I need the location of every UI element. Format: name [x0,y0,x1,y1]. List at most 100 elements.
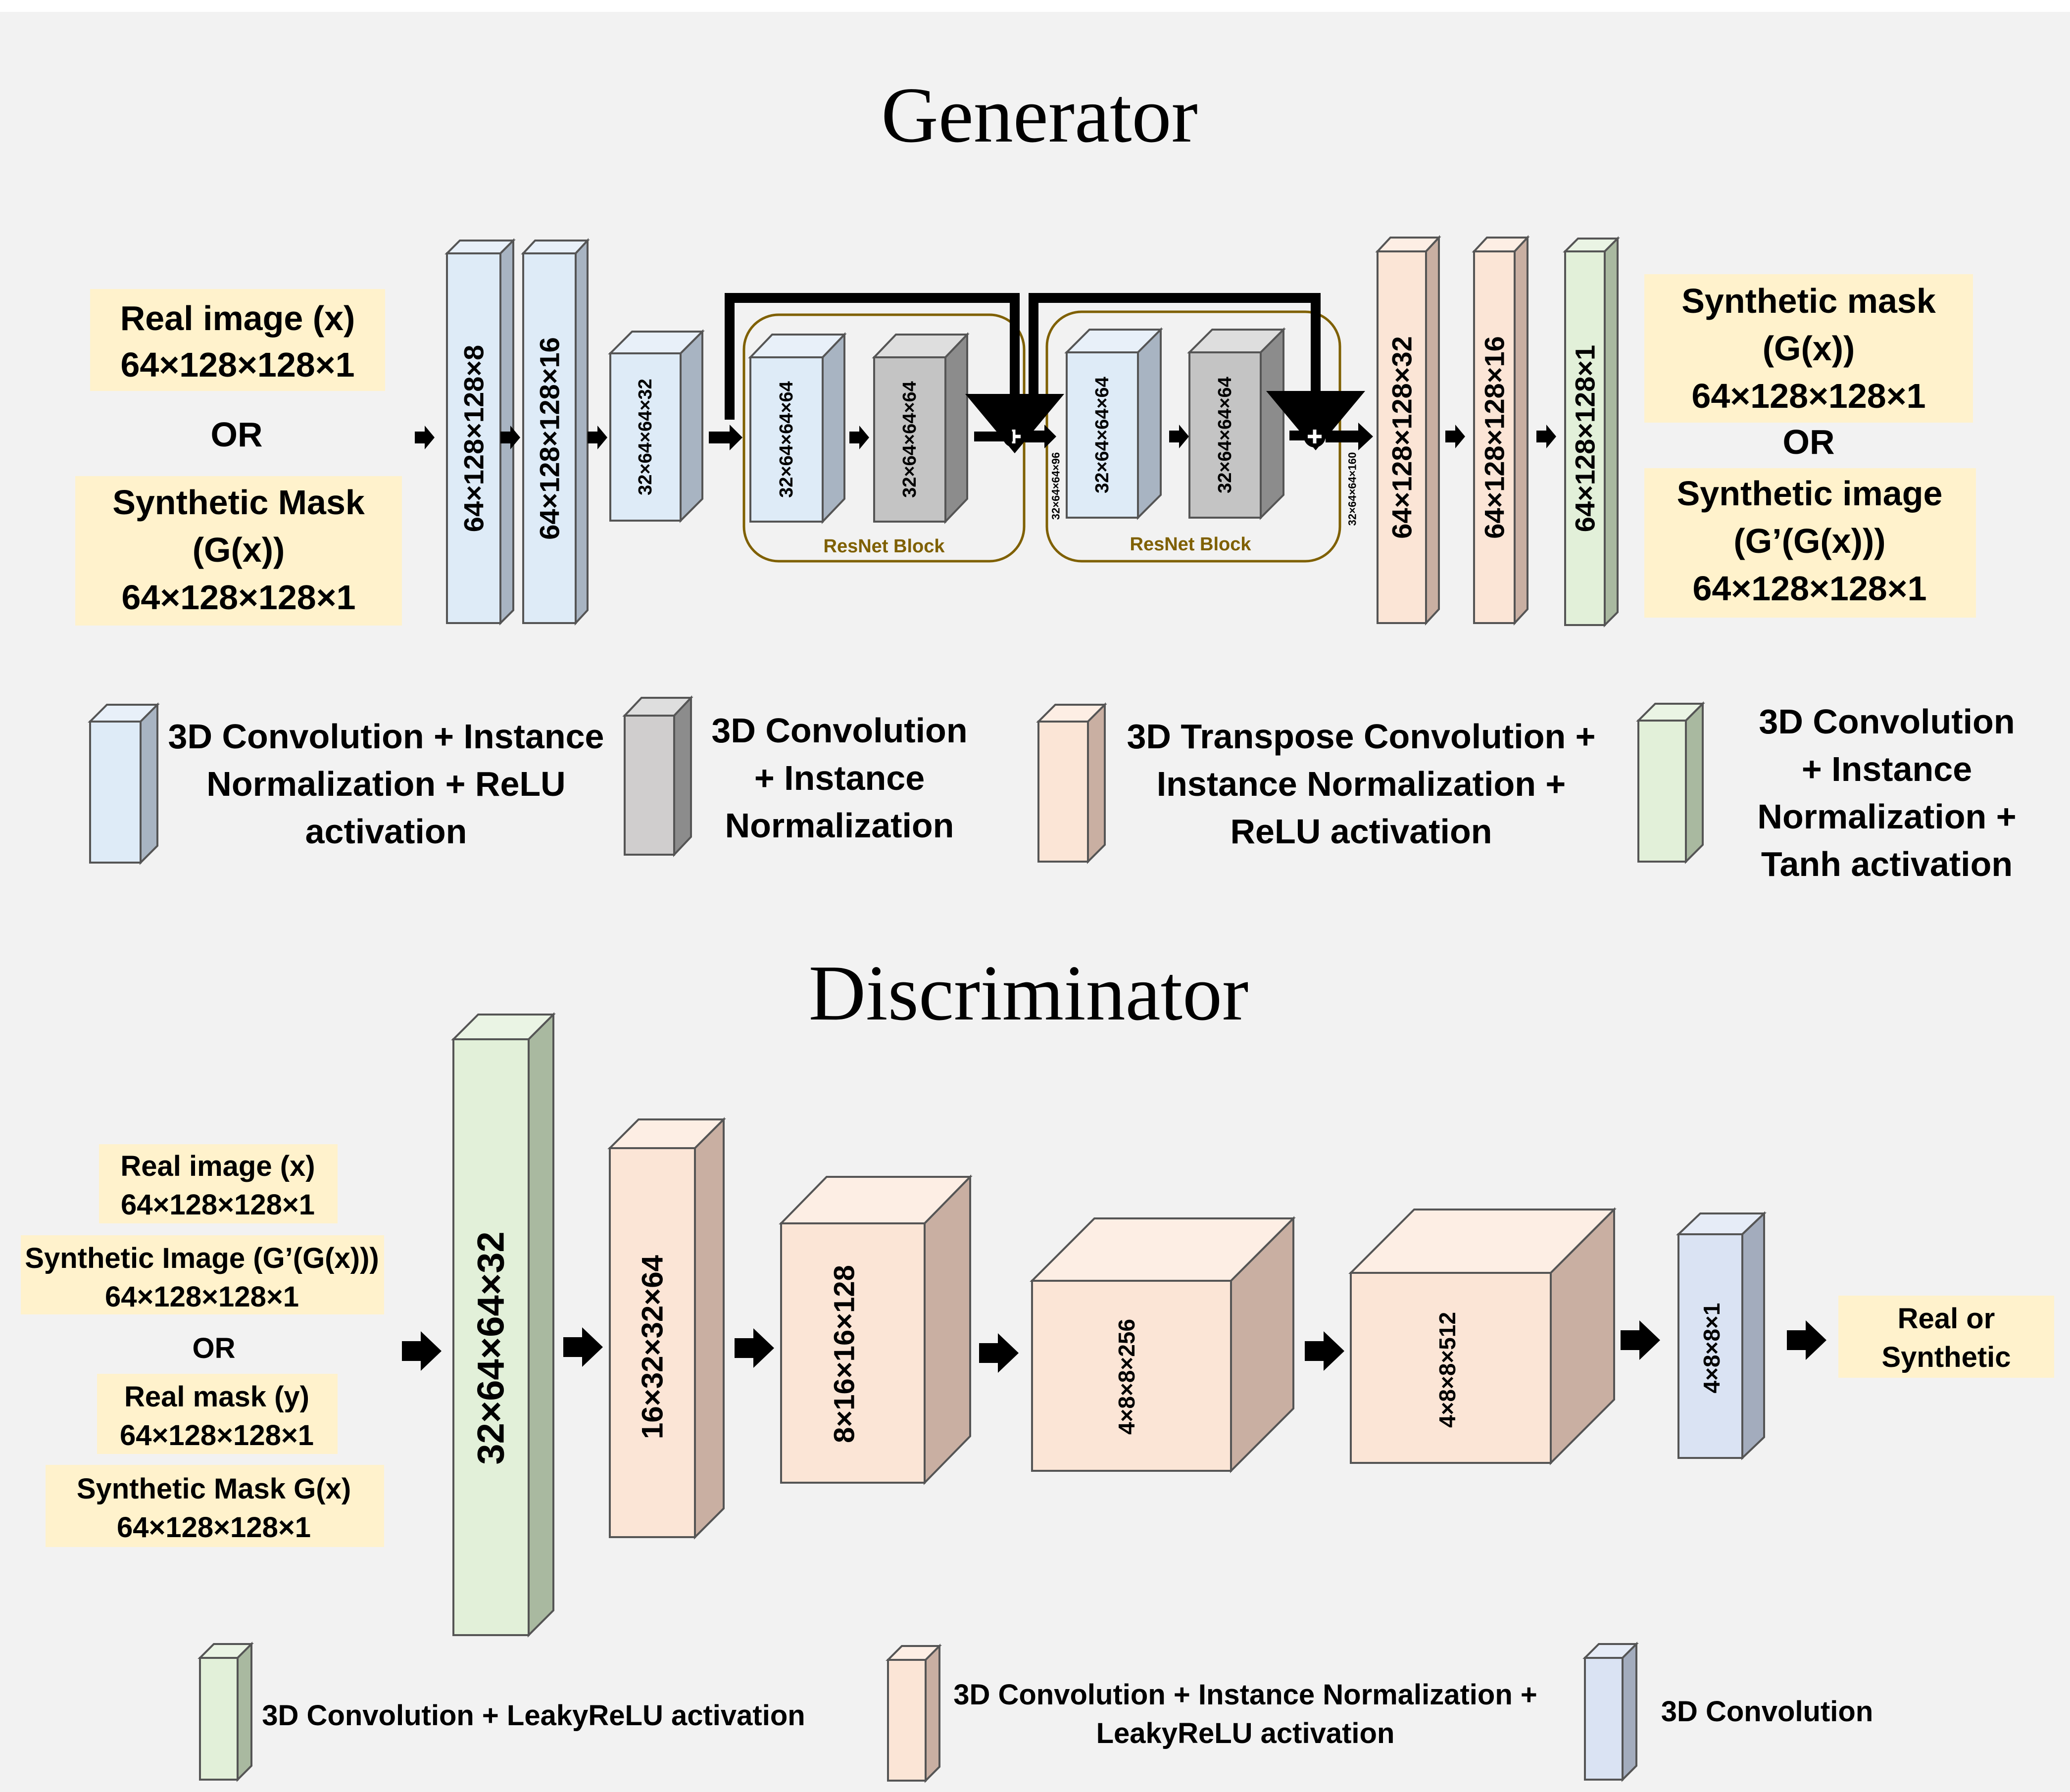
disc-input-synthetic-image: Synthetic Image (G’(G(x))) 64×128×128×1 [21,1235,384,1314]
legend-conv-leaky: 3D Convolution + LeakyReLU activation [197,1642,805,1782]
generator-title: Generator [881,71,1198,159]
disc-output-line-2: Synthetic [1881,1341,2011,1373]
legend-conv-in-tanh-line-3: Normalization + [1757,797,2016,836]
gen-block-res1-norm-label: 32×64×64×64 [899,381,920,498]
generator-input-synthetic-mask-line-3: 64×128×128×1 [121,578,355,617]
legend-conv-in-leaky-line-2: LeakyReLU activation [1096,1717,1395,1749]
legend-conv-in-tanh-line-4: Tanh activation [1761,845,2013,883]
disc-input-real-mask: Real mask (y) 64×128×128×1 [97,1374,338,1454]
disc-input-synthetic-mask-line-1: Synthetic Mask G(x) [77,1473,351,1505]
legend-conv-in-tanh-line-1: 3D Convolution [1759,702,2015,741]
disc-block-4: 4×8×8×256 [1030,1216,1296,1473]
disc-input-real-mask-line-2: 64×128×128×1 [120,1419,314,1452]
resnet-block-1-label: ResNet Block [824,536,945,557]
diagram-canvas: Generator Real image (x) 64×128×128×1 OR… [0,12,2070,1792]
disc-block-6-label: 4×8×8×1 [1699,1303,1725,1394]
generator-input-or: OR [211,415,263,454]
legend-conv-in-line-3: Normalization [725,806,954,845]
disc-input-synthetic-mask-line-2: 64×128×128×1 [117,1511,311,1544]
concat-label-1: 32×64×64×96 [1050,452,1062,520]
gen-block-res1-norm: 32×64×64×64 [872,332,970,524]
generator-output-synthetic-image-line-2: (G’(G(x))) [1733,522,1885,560]
gen-block-res2-norm: 32×64×64×64 [1187,327,1286,520]
gen-block-res2-norm-label: 32×64×64×64 [1215,377,1235,493]
legend-conv-in-leaky: 3D Convolution + Instance Normalization … [886,1644,1537,1783]
legend-conv-leaky-line-1: 3D Convolution + LeakyReLU activation [262,1699,805,1732]
architecture-diagram: Generator Real image (x) 64×128×128×1 OR… [21,71,2054,1783]
generator-output-synthetic-image: Synthetic image (G’(G(x))) 64×128×128×1 [1644,468,1976,618]
disc-output: Real or Synthetic [1838,1296,2054,1378]
disc-input-synthetic-mask: Synthetic Mask G(x) 64×128×128×1 [46,1465,384,1547]
disc-block-2-label: 16×32×32×64 [636,1255,669,1439]
generator-output-synthetic-mask-line-3: 64×128×128×1 [1691,377,1925,415]
skip-connection-2 [1029,293,1365,450]
generator-input-real-image-line-1: Real image (x) [120,299,355,338]
disc-block-6: 4×8×8×1 [1676,1211,1767,1460]
generator-input-synthetic-mask: Synthetic Mask (G(x)) 64×128×128×1 [75,476,402,626]
legend-conv-in-relu-line-2: Normalization + ReLU [206,765,565,803]
legend-conv-in-relu-line-3: activation [305,812,467,851]
disc-block-5: 4×8×8×512 [1348,1207,1617,1465]
legend-conv-in-tanh: 3D Convolution + Instance Normalization … [1636,701,2017,883]
generator-output-synthetic-mask: Synthetic mask (G(x)) 64×128×128×1 [1644,274,1973,423]
disc-input-synthetic-image-line-1: Synthetic Image (G’(G(x))) [25,1242,379,1274]
gen-block-res2-conv-label: 32×64×64×64 [1092,377,1113,493]
legend-conv-in-leaky-line-1: 3D Convolution + Instance Normalization … [953,1679,1537,1711]
disc-input-real-image-line-1: Real image (x) [120,1150,315,1182]
gen-block-tconv2-label: 64×128×128×16 [1479,336,1510,539]
skip-connection-1 [725,293,1064,453]
disc-input-real-image: Real image (x) 64×128×128×1 [99,1144,338,1223]
concat-label-2: 32×64×64×160 [1346,452,1359,526]
gen-block-res2-conv: 32×64×64×64 [1064,327,1163,520]
disc-input-synthetic-image-line-2: 64×128×128×1 [105,1281,299,1313]
disc-output-line-1: Real or [1898,1303,1995,1335]
gen-block-res1-conv: 32×64×64×64 [748,332,847,524]
gen-block-conv3-label: 32×64×64×32 [635,379,656,495]
legend-conv: 3D Convolution [1582,1642,1873,1782]
generator-input-real-image: Real image (x) 64×128×128×1 [90,289,385,391]
disc-input-real-mask-line-1: Real mask (y) [124,1381,309,1413]
generator-output-synthetic-image-line-1: Synthetic image [1677,474,1943,513]
discriminator-title: Discriminator [809,949,1249,1037]
legend-conv-in-line-1: 3D Convolution [711,711,967,750]
disc-block-1-label: 32×64×64×32 [470,1231,512,1464]
legend-conv-in-relu: 3D Convolution + Instance Normalization … [88,702,604,865]
generator-input-synthetic-mask-line-2: (G(x)) [193,531,285,569]
generator-input-synthetic-mask-line-1: Synthetic Mask [112,483,365,522]
legend-tconv-in-relu: 3D Transpose Convolution + Instance Norm… [1036,702,1596,864]
gen-block-conv3: 32×64×64×32 [608,329,705,523]
disc-block-3: 8×16×16×128 [779,1174,973,1485]
disc-block-4-label: 4×8×8×256 [1114,1319,1139,1435]
gen-block-conv2: 64×128×128×16 [521,238,590,626]
legend-conv-in: 3D Convolution + Instance Normalization [622,695,968,858]
legend-tconv-in-relu-line-3: ReLU activation [1231,812,1492,851]
gen-arrows [415,423,1556,450]
legend-conv-in-tanh-line-2: + Instance [1802,750,1972,788]
gen-block-tconv2: 64×128×128×16 [1472,235,1530,626]
gen-block-out: 64×128×128×1 [1563,236,1620,628]
legend-tconv-in-relu-line-2: Instance Normalization + [1157,765,1566,803]
gen-block-tconv1: 64×128×128×32 [1375,235,1441,626]
generator-output-synthetic-image-line-3: 64×128×128×1 [1692,569,1926,608]
legend-conv-in-line-2: + Instance [754,759,925,797]
gen-block-conv1-label: 64×128×128×8 [458,345,490,532]
gen-block-conv1: 64×128×128×8 [444,238,516,626]
disc-block-3-label: 8×16×16×128 [829,1265,861,1443]
generator-output-synthetic-mask-line-1: Synthetic mask [1681,282,1936,320]
generator-output-synthetic-mask-line-2: (G(x)) [1763,329,1855,368]
gen-block-out-label: 64×128×128×1 [1570,345,1601,532]
legend-tconv-in-relu-line-1: 3D Transpose Convolution + [1127,717,1595,756]
concat-node-2 [1304,426,1326,447]
disc-block-2: 16×32×32×64 [607,1117,726,1540]
generator-input-real-image-line-2: 64×128×128×1 [120,345,354,384]
generator-output-or: OR [1783,423,1835,461]
gen-block-tconv1-label: 64×128×128×32 [1386,336,1418,539]
disc-input-real-image-line-2: 64×128×128×1 [121,1189,315,1221]
resnet-block-2-label: ResNet Block [1130,534,1252,555]
gen-block-res1-conv-label: 32×64×64×64 [776,381,797,498]
disc-block-1: 32×64×64×32 [451,1012,556,1638]
disc-block-5-label: 4×8×8×512 [1434,1312,1460,1428]
legend-conv-line-1: 3D Convolution [1661,1695,1873,1728]
legend-conv-in-relu-line-1: 3D Convolution + Instance [168,717,604,756]
disc-arrows [402,1320,1826,1373]
